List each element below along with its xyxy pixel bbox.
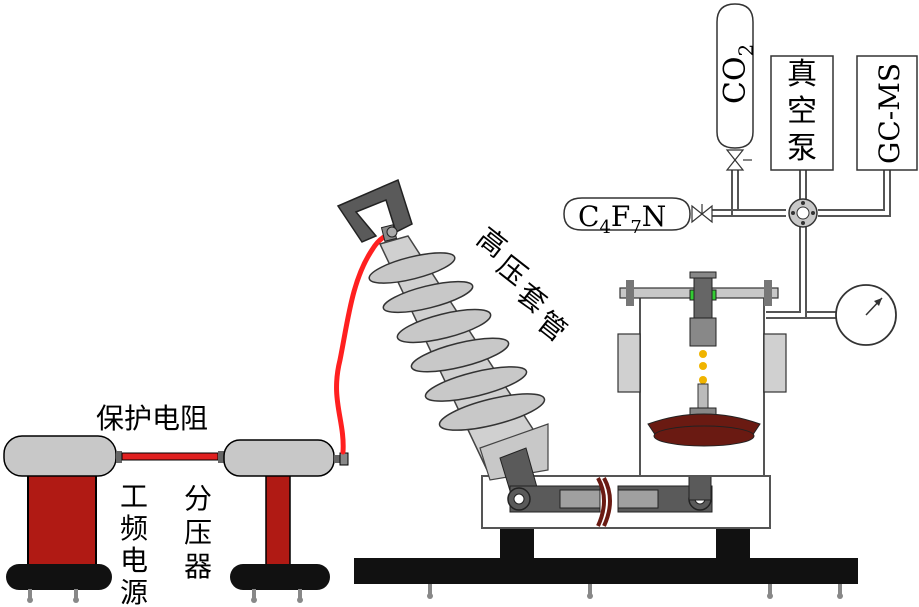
divider-char-3: 器 (184, 550, 212, 583)
gas-piping (712, 170, 891, 319)
voltage-divider-label: 分 压 器 (184, 482, 212, 583)
divider-char-2: 压 (184, 516, 212, 549)
power-supply-label: 工 频 电 源 (120, 480, 148, 607)
power-supply-char-4: 源 (120, 576, 148, 607)
c4f7n-label-c: C (578, 200, 599, 233)
power-supply-char-3: 电 (120, 544, 148, 577)
c4f7n-sub-7: 7 (630, 217, 641, 238)
power-supply-char-2: 频 (120, 512, 148, 545)
gcms-instrument: GC-MS (856, 55, 918, 171)
co2-subscript: 2 (734, 44, 758, 57)
co2-cylinder: CO2 (716, 3, 758, 149)
svg-text:C4F7N: C4F7N (578, 200, 666, 238)
voltage-divider (223, 439, 349, 603)
c4f7n-label-n: N (642, 200, 667, 233)
c4f7n-label-f: F (611, 200, 630, 233)
svg-text:CO2: CO2 (718, 44, 758, 104)
power-supply-transformer (3, 435, 117, 603)
c4f7n-cylinder: C4F7N (563, 197, 691, 238)
protective-resistor (116, 451, 224, 463)
hv-cable (334, 231, 393, 455)
divider-char-1: 分 (184, 482, 212, 515)
power-supply-char-1: 工 (120, 480, 148, 513)
vacuum-pump: 真 空 泵 (770, 55, 834, 171)
vacuum-pump-label-3: 泵 (787, 131, 817, 166)
gas-manifold (788, 198, 818, 228)
co2-valve (725, 149, 752, 171)
c4f7n-valve (691, 204, 713, 224)
test-chamber (617, 271, 787, 477)
vacuum-pump-label-2: 空 (787, 94, 817, 129)
co2-label: CO (718, 56, 753, 104)
protective-resistor-label: 保护电阻 (96, 402, 208, 435)
c4f7n-sub-4: 4 (599, 217, 610, 238)
base-bench (354, 528, 858, 599)
bushing-label: 高 压 套 管 (471, 221, 573, 348)
gcms-label: GC-MS (873, 63, 906, 164)
hv-bushing (336, 178, 549, 481)
pressure-gauge (835, 284, 897, 346)
vacuum-pump-label-1: 真 (787, 57, 817, 92)
